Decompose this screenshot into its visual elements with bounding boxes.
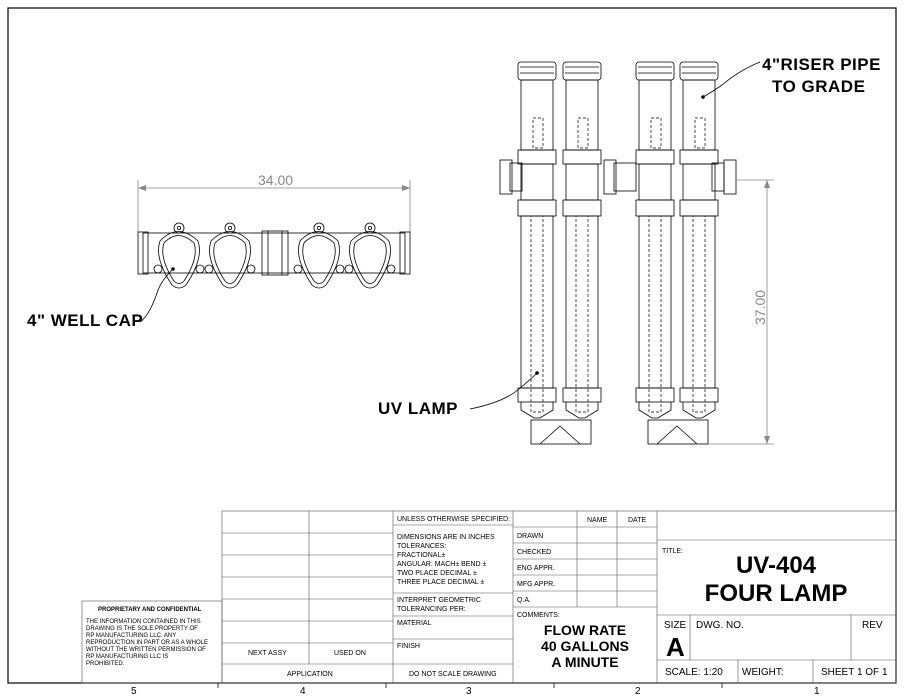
dim-height-text: 37.00 <box>752 290 768 325</box>
lamp-tube-1 <box>517 61 557 419</box>
well-cap-3 <box>293 222 345 289</box>
mfg-appr-label: MFG APPR. <box>517 581 555 588</box>
checked-label: CHECKED <box>517 549 551 556</box>
dim-width-text: 34.00 <box>258 172 293 188</box>
date-header: DATE <box>628 517 646 524</box>
drawing-title-line-1: UV-404 <box>736 552 817 579</box>
callout-uv-lamp: UV LAMP <box>378 399 458 418</box>
title-block: PROPRIETARY AND CONFIDENTIAL THE INFORMA… <box>81 510 897 684</box>
proprietary-title: PROPRIETARY AND CONFIDENTIAL <box>98 607 202 613</box>
rev-label: REV <box>862 620 883 631</box>
tolerancing-per-label: TOLERANCING PER: <box>397 606 466 613</box>
top-view: 34.00 <box>27 172 411 330</box>
callout-well-cap: 4" WELL CAP <box>27 311 143 330</box>
proprietary-line-4: REPRODUCTION IN PART OR AS A WHOLE <box>86 640 208 646</box>
two-place-label: TWO PLACE DECIMAL ± <box>397 570 477 577</box>
used-on-label: USED ON <box>334 650 366 657</box>
zone-5: 5 <box>131 686 137 697</box>
callout-riser-line1: 4"RISER PIPE <box>762 55 881 74</box>
proprietary-line-5: WITHOUT THE WRITTEN PERMISSION OF <box>86 647 206 653</box>
flow-line-3: A MINUTE <box>551 654 618 670</box>
lamp-tube-3 <box>635 61 675 419</box>
zone-labels: 5 4 3 2 1 <box>131 683 820 697</box>
weight-label: WEIGHT: <box>742 667 784 678</box>
finish-label: FINISH <box>397 643 420 650</box>
eng-appr-label: ENG APPR. <box>517 565 555 572</box>
zone-1: 1 <box>814 686 820 697</box>
material-label: MATERIAL <box>397 620 432 627</box>
do-not-scale-label: DO NOT SCALE DRAWING <box>409 671 497 678</box>
qa-label: Q.A. <box>517 597 531 604</box>
scale-label: SCALE: 1:20 <box>665 667 723 678</box>
comments-label: COMMENTS: <box>517 612 560 619</box>
proprietary-box <box>81 600 223 684</box>
interpret-geo-label: INTERPRET GEOMETRIC <box>397 597 481 604</box>
lamp-tube-2 <box>562 61 602 419</box>
three-place-label: THREE PLACE DECIMAL ± <box>397 579 484 586</box>
flow-line-2: 40 GALLONS <box>541 638 629 654</box>
flow-line-1: FLOW RATE <box>544 622 626 638</box>
proprietary-line-2: DRAWING IS THE SOLE PROPERTY OF <box>86 626 198 632</box>
proprietary-line-6: RP MANUFACTURING LLC IS <box>86 654 168 660</box>
unless-otherwise-label: UNLESS OTHERWISE SPECIFIED: <box>397 516 510 523</box>
dims-inches-label: DIMENSIONS ARE IN INCHES <box>397 534 495 541</box>
application-label: APPLICATION <box>287 671 333 678</box>
proprietary-line-1: THE INFORMATION CONTAINED IN THIS <box>86 619 201 625</box>
fractional-label: FRACTIONAL± <box>397 552 445 559</box>
well-cap-4 <box>344 222 396 289</box>
name-header: NAME <box>587 517 608 524</box>
zone-4: 4 <box>300 686 306 697</box>
title-label: TITLE: <box>662 548 683 555</box>
size-value: A <box>666 632 685 662</box>
sheet-label: SHEET 1 OF 1 <box>821 667 888 678</box>
well-cap-2 <box>204 222 256 289</box>
front-view: 37.00 4"RISER PIPE TO GRADE UV LAMP <box>378 55 881 445</box>
lamp-tube-4 <box>679 61 719 419</box>
proprietary-line-7: PROHIBITED. <box>86 661 125 667</box>
well-cap-1 <box>153 222 205 289</box>
zone-2: 2 <box>635 686 641 697</box>
next-assy-label: NEXT ASSY <box>248 650 287 657</box>
drawn-label: DRAWN <box>517 533 543 540</box>
tolerances-label: TOLERANCES: <box>397 543 446 550</box>
dwg-no-label: DWG. NO. <box>696 620 744 631</box>
zone-3: 3 <box>466 686 472 697</box>
proprietary-line-3: RP MANUFACTURING LLC. ANY <box>86 633 176 639</box>
drawing-title-line-2: FOUR LAMP <box>705 580 848 607</box>
size-label: SIZE <box>664 620 687 631</box>
angular-label: ANGULAR: MACH± BEND ± <box>397 561 487 568</box>
callout-riser-line2: TO GRADE <box>772 77 865 96</box>
